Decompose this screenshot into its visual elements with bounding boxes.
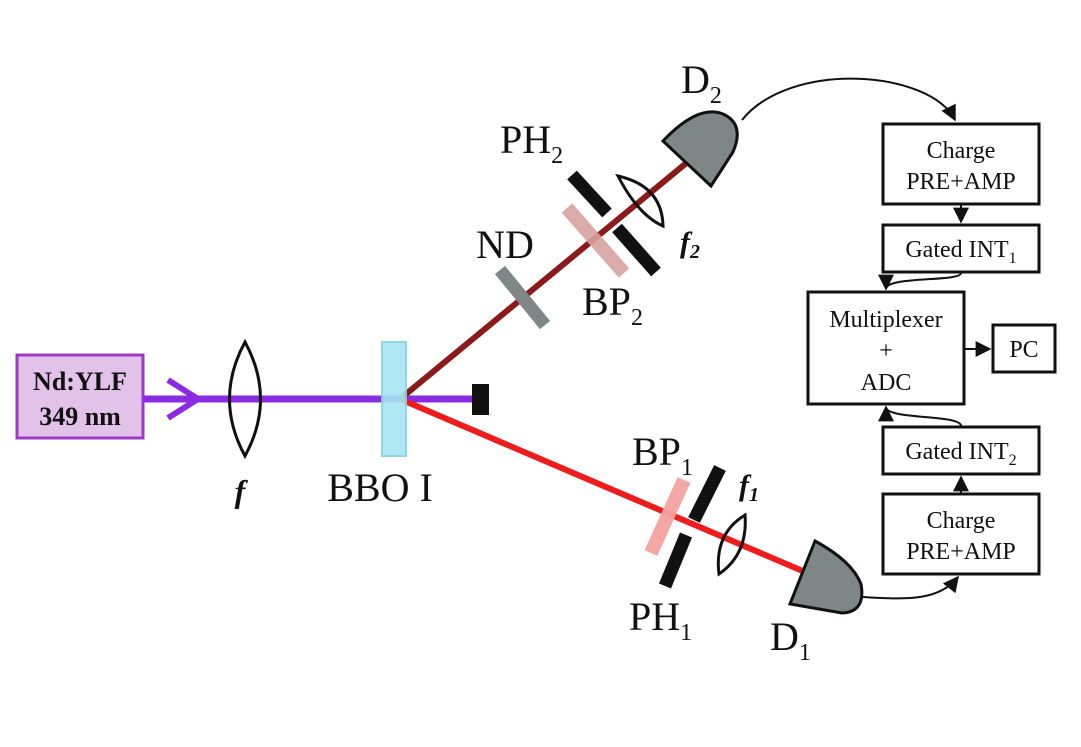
charge-preamp-bottom-line2: PRE+AMP bbox=[906, 539, 1016, 565]
pc-box bbox=[991, 323, 1057, 374]
bandpass-filter-1 bbox=[644, 477, 691, 556]
wire-d1-to-charge bbox=[862, 575, 959, 600]
main-lens-label: f bbox=[235, 473, 249, 509]
adc-label: ADC bbox=[861, 370, 912, 396]
beam-dump bbox=[472, 384, 489, 415]
detector-2 bbox=[660, 110, 739, 189]
detector-1-label: D1 bbox=[770, 614, 811, 666]
charge-preamp-top-line2: PRE+AMP bbox=[906, 169, 1016, 195]
lens-1 bbox=[716, 512, 747, 577]
pinhole-2-lower bbox=[612, 223, 661, 277]
lens-2 bbox=[615, 173, 665, 229]
gated-int-2-label: Gated INT2 bbox=[905, 439, 1016, 469]
charge-preamp-top-line1: Charge bbox=[927, 138, 996, 164]
laser-source: Nd:YLF 349 nm bbox=[15, 353, 145, 440]
lens-1-label: f1 bbox=[739, 469, 759, 506]
bandpass-2-label: BP2 bbox=[582, 279, 643, 331]
lens-2-label: f2 bbox=[680, 226, 700, 263]
pinhole-1-upper bbox=[688, 465, 726, 523]
bandpass-1-label: BP1 bbox=[632, 429, 693, 481]
wire-d2-to-charge bbox=[741, 77, 956, 122]
nd-filter bbox=[494, 265, 551, 330]
idler-beam bbox=[398, 396, 807, 575]
multiplexer-adc-box bbox=[806, 290, 966, 406]
gated-int-2-box bbox=[881, 425, 1041, 476]
gated-int-1-label: Gated INT1 bbox=[905, 237, 1016, 267]
pinhole-1-label: PH1 bbox=[629, 594, 692, 646]
multiplexer-label: Multiplexer bbox=[829, 307, 942, 333]
bbo-crystal bbox=[381, 341, 407, 457]
multiplexer-plus: + bbox=[879, 338, 893, 364]
charge-preamp-bottom bbox=[881, 492, 1041, 576]
charge-preamp-top bbox=[881, 122, 1041, 206]
pinhole-1-lower bbox=[658, 532, 693, 589]
gated-int-1-box bbox=[881, 223, 1041, 274]
signal-beam bbox=[398, 157, 692, 402]
laser-name: Nd:YLF bbox=[33, 367, 127, 396]
laser-source-box bbox=[15, 353, 145, 440]
pc-label: PC bbox=[1009, 337, 1038, 363]
detector-2-label: D2 bbox=[681, 57, 722, 109]
wire-gated1-to-mux bbox=[878, 272, 962, 291]
main-lens bbox=[228, 338, 262, 460]
pump-beam-arrow bbox=[166, 377, 204, 421]
laser-wavelength: 349 nm bbox=[39, 402, 121, 431]
charge-preamp-bottom-line1: Charge bbox=[927, 508, 996, 534]
electronics: Charge PRE+AMP Gated INT1 Multiplexer + … bbox=[806, 122, 1057, 576]
bandpass-filter-2 bbox=[561, 203, 630, 278]
nd-filter-label: ND bbox=[476, 222, 534, 267]
detector-1 bbox=[787, 538, 864, 615]
bbo-crystal-label: BBO I bbox=[327, 465, 433, 510]
wire-gated2-to-mux bbox=[878, 405, 962, 427]
pinhole-2-label: PH2 bbox=[500, 117, 563, 169]
pinhole-2-upper bbox=[567, 170, 612, 218]
